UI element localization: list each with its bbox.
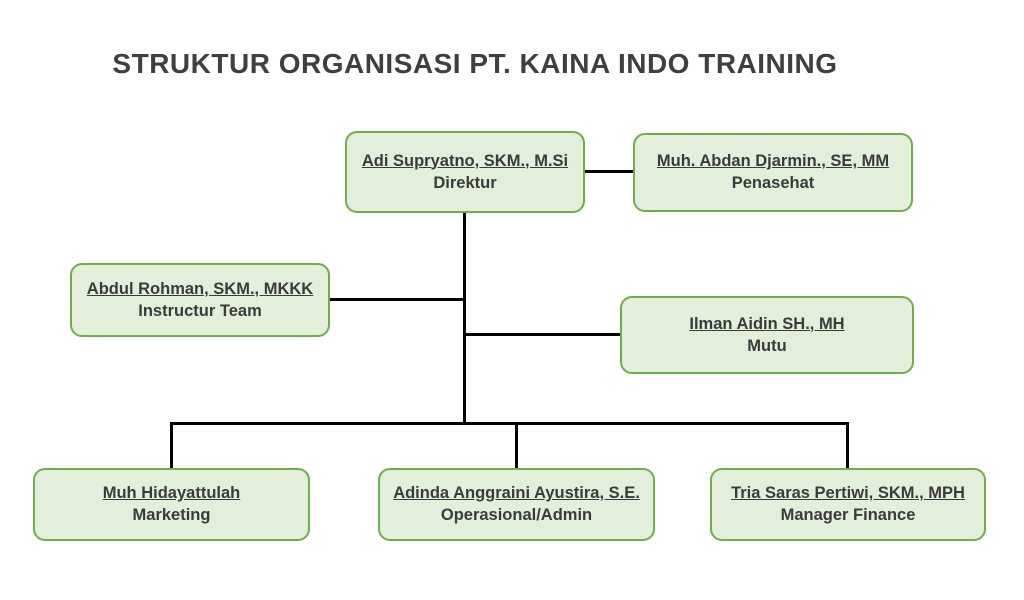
org-node-mutu: Ilman Aidin SH., MH Mutu [620,296,914,374]
org-node-operasional-admin: Adinda Anggraini Ayustira, S.E. Operasio… [378,468,655,541]
connector-drop-finance [846,422,849,470]
connector-mutu [464,333,622,336]
org-node-direktur: Adi Supryatno, SKM., M.Si Direktur [345,131,585,213]
connector-instructur [328,298,466,301]
role-label: Manager Finance [780,506,916,524]
connector-direktur-penasehat [583,170,635,173]
role-label: Instructur Team [138,301,262,320]
org-node-marketing: Muh Hidayattulah Marketing [33,468,310,541]
connector-direktur-down [463,211,466,425]
role-label: Mutu [747,336,787,355]
role-label: Penasehat [731,174,815,192]
org-node-instructur-team: Abdul Rohman, SKM., MKKK Instructur Team [70,263,330,337]
person-name: Abdul Rohman, SKM., MKKK [86,279,314,298]
page-title: STRUKTUR ORGANISASI PT. KAINA INDO TRAIN… [112,48,838,79]
org-node-manager-finance: Tria Saras Pertiwi, SKM., MPH Manager Fi… [710,468,986,541]
role-label: Direktur [433,173,497,192]
person-name: Adinda Anggraini Ayustira, S.E. [393,484,640,502]
role-label: Marketing [132,506,211,524]
person-name: Muh Hidayattulah [102,484,241,502]
role-label: Operasional/Admin [440,506,593,524]
connector-drop-operasional [515,422,518,470]
org-node-penasehat: Muh. Abdan Djarmin., SE, MM Penasehat [633,133,913,212]
person-name: Tria Saras Pertiwi, SKM., MPH [731,484,965,502]
person-name: Muh. Abdan Djarmin., SE, MM [656,152,890,170]
person-name: Ilman Aidin SH., MH [689,314,845,333]
connector-drop-marketing [170,422,173,470]
person-name: Adi Supryatno, SKM., M.Si [361,151,569,170]
connector-bottom-row [170,422,849,425]
